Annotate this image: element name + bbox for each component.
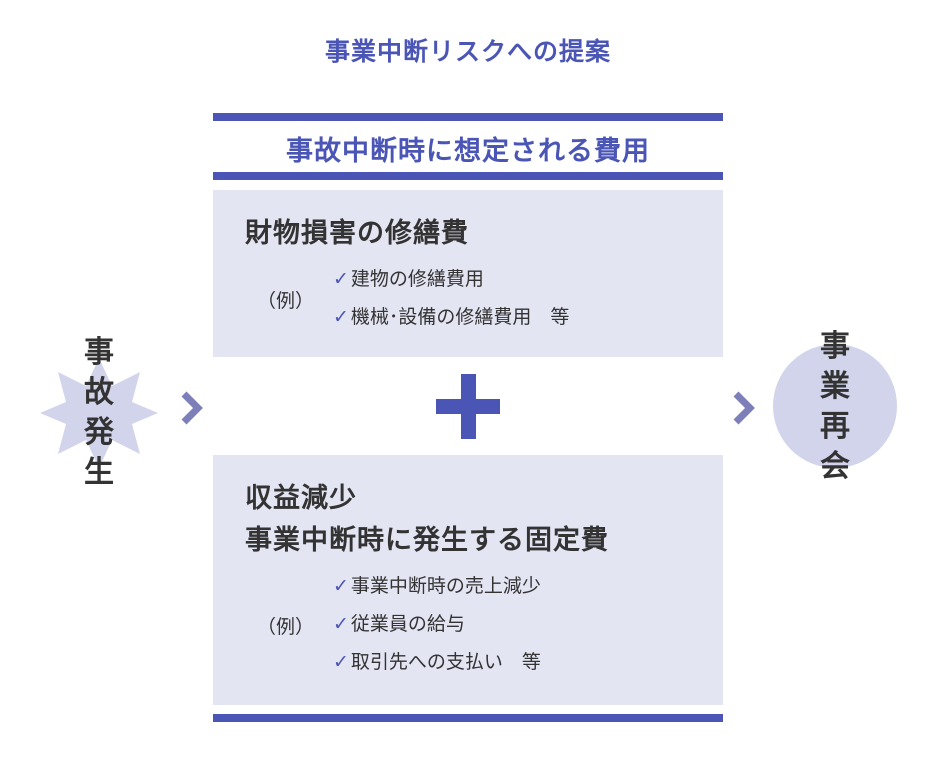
revenue-loss-panel: 収益減少 事業中断時に発生する固定費 （例） ✓事業中断時の売上減少 ✓従業員の… xyxy=(213,455,723,705)
property-damage-list: ✓建物の修繕費用 ✓機械･設備の修繕費用 等 xyxy=(333,260,569,336)
starburst-icon xyxy=(40,358,158,468)
list-item: ✓建物の修繕費用 xyxy=(333,268,484,290)
property-damage-title: 財物損害の修繕費 xyxy=(245,218,469,249)
business-resume-label: 事業再会 xyxy=(820,329,850,484)
property-damage-panel: 財物損害の修繕費 （例） ✓建物の修繕費用 ✓機械･設備の修繕費用 等 xyxy=(213,190,723,357)
check-icon: ✓ xyxy=(333,651,349,673)
revenue-loss-list: ✓事業中断時の売上減少 ✓従業員の給与 ✓取引先への支払い 等 xyxy=(333,567,541,681)
header-top-bar xyxy=(213,113,723,121)
chevron-right-icon xyxy=(181,391,203,425)
list-item: ✓取引先への支払い 等 xyxy=(333,651,541,673)
list-item: ✓機械･設備の修繕費用 等 xyxy=(333,306,570,328)
panel-bottom-bar xyxy=(213,714,723,722)
check-icon: ✓ xyxy=(333,575,349,597)
plus-icon-vertical xyxy=(461,374,476,439)
diagram-title: 事業中断リスクへの提案 xyxy=(324,37,611,66)
business-resume-circle xyxy=(773,344,897,468)
header-bottom-bar xyxy=(213,172,723,180)
check-icon: ✓ xyxy=(333,306,349,328)
example-label: （例） xyxy=(257,616,315,638)
check-icon: ✓ xyxy=(333,268,349,290)
list-item: ✓事業中断時の売上減少 xyxy=(333,575,541,597)
revenue-loss-title-line2: 事業中断時に発生する固定費 xyxy=(245,525,609,556)
check-icon: ✓ xyxy=(333,613,349,635)
revenue-loss-title-line1: 収益減少 xyxy=(245,483,357,514)
example-label: （例） xyxy=(257,290,315,312)
accident-occurrence-label: 事故発生 xyxy=(84,335,114,490)
chevron-right-icon xyxy=(733,391,755,425)
header-label: 事故中断時に想定される費用 xyxy=(286,136,650,167)
list-item: ✓従業員の給与 xyxy=(333,613,465,635)
